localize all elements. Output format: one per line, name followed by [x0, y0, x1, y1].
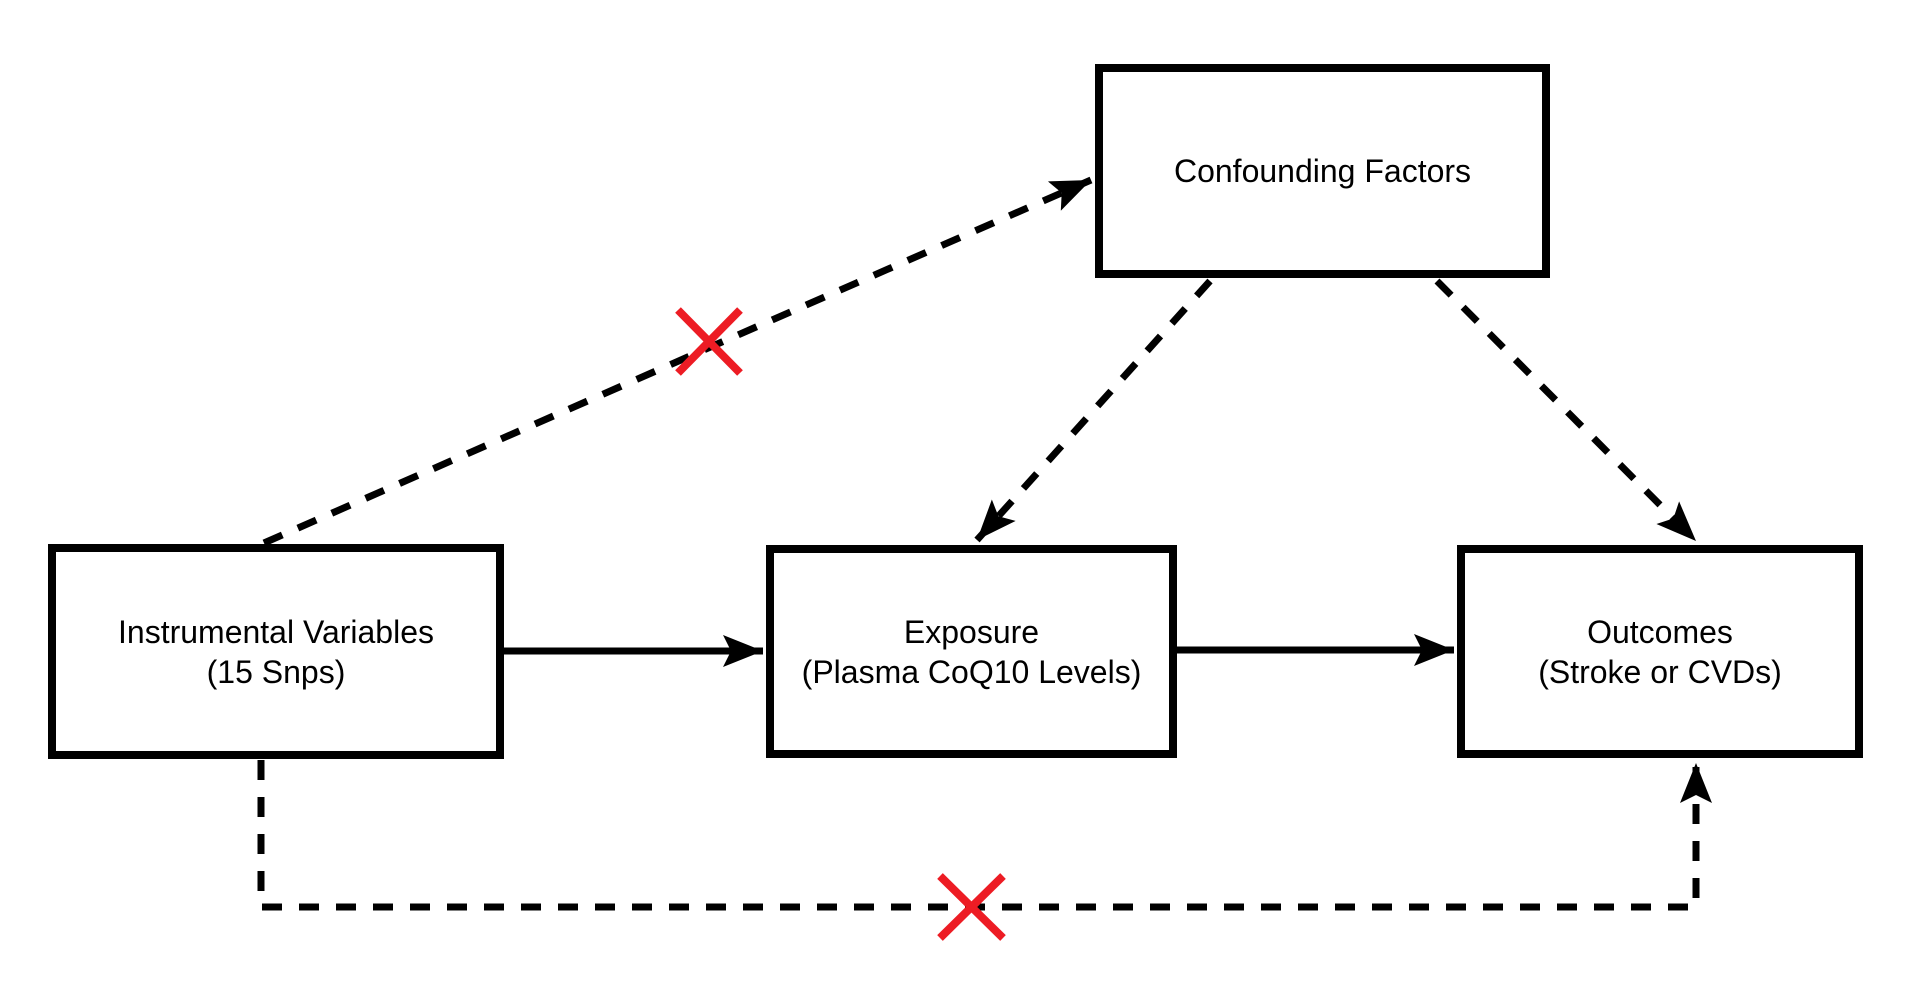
edge-confounders-to-exposure-arrow [974, 278, 1213, 543]
node-exposure-label-line1: Exposure [903, 613, 1040, 650]
node-outcomes-label-line1: Outcomes [1587, 613, 1733, 650]
node-instrumental-variables-label-line2: (15 Snps) [206, 653, 346, 690]
blocked-x-lower-icon [937, 873, 1006, 941]
node-exposure-label-line2: (Plasma CoQ10 Levels) [801, 653, 1142, 690]
node-outcomes: Outcomes (Stroke or CVDs) [1457, 545, 1863, 758]
edge-iv-to-confounders-arrow [262, 176, 1093, 547]
node-outcomes-label-line2: (Stroke or CVDs) [1538, 653, 1782, 690]
edge-confounders-to-outcomes-arrow [1434, 278, 1699, 544]
node-confounding-factors: Confounding Factors [1095, 64, 1550, 278]
node-instrumental-variables: Instrumental Variables (15 Snps) [48, 544, 504, 759]
node-instrumental-variables-label-line1: Instrumental Variables [118, 613, 434, 650]
node-exposure: Exposure (Plasma CoQ10 Levels) [766, 545, 1177, 758]
edge-iv-to-outcomes-direct-arrow [257, 760, 1712, 911]
blocked-x-upper-icon [675, 307, 743, 376]
node-confounding-factors-label: Confounding Factors [1173, 153, 1472, 189]
